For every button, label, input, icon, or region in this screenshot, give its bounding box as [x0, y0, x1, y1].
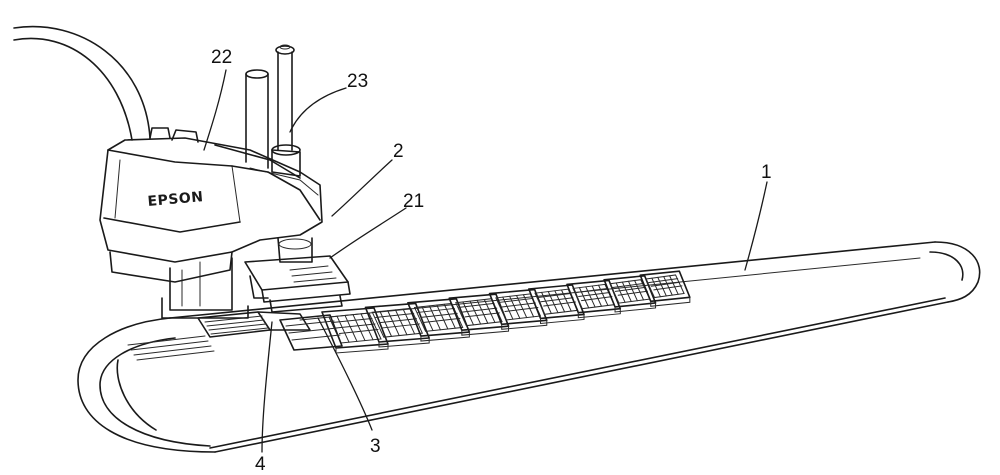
robot-base [161, 257, 249, 319]
callout-1: 1 [761, 162, 772, 183]
conveyor-left-hatch [127, 335, 215, 361]
callout-4: 4 [255, 454, 266, 475]
gripper [244, 237, 351, 313]
brand-label: EPSON [147, 189, 204, 210]
conveyor-belt [77, 241, 981, 453]
loading-pad [197, 311, 343, 351]
tray [488, 288, 548, 330]
callout-leaders [203, 69, 768, 453]
scara-robot: EPSON [13, 25, 323, 283]
callout-2: 2 [393, 141, 404, 162]
callout-23: 23 [347, 71, 368, 92]
vertical-shafts [245, 44, 301, 177]
tray-row [321, 270, 691, 354]
tray [639, 270, 691, 307]
tray [603, 275, 657, 313]
callout-22: 22 [211, 47, 232, 68]
callout-3: 3 [370, 436, 381, 457]
callout-21: 21 [403, 191, 424, 212]
